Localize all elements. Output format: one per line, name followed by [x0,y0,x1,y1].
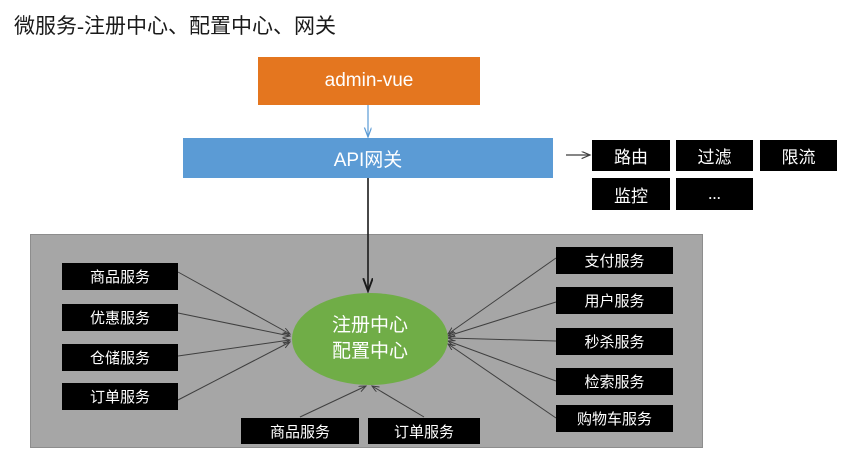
service-box-left-1[interactable]: 商品服务 [62,263,178,290]
registry-config-center[interactable]: 注册中心 配置中心 [292,293,448,385]
service-box-right-3[interactable]: 秒杀服务 [556,328,673,355]
service-box-right-4[interactable]: 检索服务 [556,368,673,395]
service-box-right-1[interactable]: 支付服务 [556,247,673,274]
gateway-feature-filter[interactable]: 过滤 [676,140,753,171]
service-box-right-2[interactable]: 用户服务 [556,287,673,314]
gateway-feature-route[interactable]: 路由 [592,140,670,171]
page-title: 微服务-注册中心、配置中心、网关 [14,14,336,38]
gateway-feature-more[interactable]: ... [676,178,753,210]
service-box-left-4[interactable]: 订单服务 [62,383,178,410]
service-box-bottom-2[interactable]: 订单服务 [368,418,480,444]
admin-vue-box[interactable]: admin-vue [258,57,480,105]
service-box-right-5[interactable]: 购物车服务 [556,405,673,432]
service-box-bottom-1[interactable]: 商品服务 [241,418,359,444]
service-box-left-3[interactable]: 仓储服务 [62,344,178,371]
gateway-feature-monitor[interactable]: 监控 [592,178,670,210]
registry-label-line2: 配置中心 [331,341,408,362]
registry-label-line1: 注册中心 [331,315,408,336]
api-gateway-box[interactable]: API网关 [183,138,553,178]
gateway-feature-ratelimit[interactable]: 限流 [760,140,837,171]
service-box-left-2[interactable]: 优惠服务 [62,304,178,331]
